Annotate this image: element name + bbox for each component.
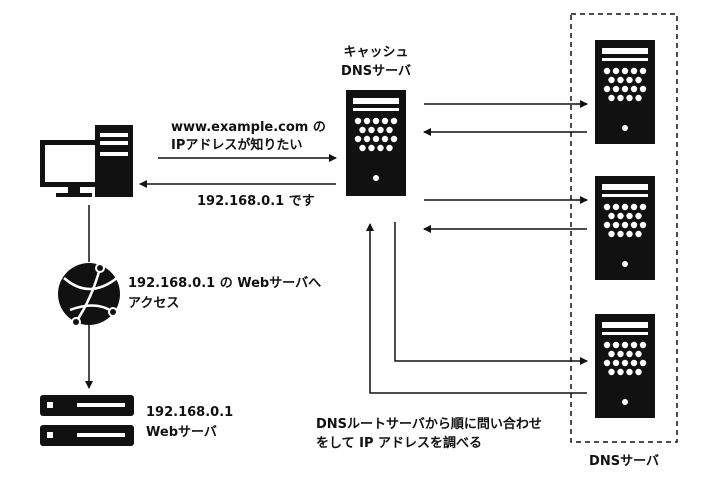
vent-hole — [635, 76, 642, 84]
request-label-line1: www.example.com の — [171, 120, 326, 135]
vent-hole — [626, 230, 633, 238]
internet-globe-icon — [58, 263, 120, 327]
vent-hole — [630, 341, 638, 349]
vent-hole — [612, 341, 620, 349]
vent-hole — [626, 350, 633, 358]
vent-hole — [612, 67, 620, 75]
vent-hole — [603, 67, 611, 75]
request-label-line2: IPアドレスが知りたい — [171, 138, 303, 153]
vent-hole — [390, 117, 398, 125]
vent-hole — [630, 359, 638, 367]
vent-hole — [381, 135, 389, 143]
vent-hole — [612, 85, 620, 93]
vent-hole — [617, 94, 624, 102]
vent-hole — [368, 126, 375, 134]
cache-dns-server-icon — [346, 90, 406, 196]
vent-hole — [359, 144, 366, 152]
vent-hole — [630, 67, 638, 75]
vent-hole — [621, 67, 629, 75]
vent-hole — [372, 117, 380, 125]
vent-hole — [603, 359, 611, 367]
vent-hole — [368, 144, 375, 152]
vent-hole — [363, 117, 371, 125]
vent-hole — [635, 212, 642, 220]
vent-hole — [612, 203, 620, 211]
vent-hole — [603, 85, 611, 93]
response-arrow-3 — [366, 223, 587, 394]
vent-hole — [608, 212, 615, 220]
vent-hole — [639, 359, 647, 367]
dns-server-icon-3 — [595, 314, 655, 418]
vent-hole — [621, 221, 629, 229]
vent-hole — [363, 135, 371, 143]
vent-hole — [603, 221, 611, 229]
vent-hole — [354, 135, 362, 143]
query-label-line1: DNSルートサーバから順に問い合わせ — [316, 417, 542, 432]
vent-hole — [626, 212, 633, 220]
web-server-icon — [40, 395, 134, 446]
vent-hole — [630, 85, 638, 93]
vent-hole — [608, 350, 615, 358]
vent-hole — [626, 94, 633, 102]
vent-hole — [621, 85, 629, 93]
vent-hole — [372, 135, 380, 143]
dns-servers-group-box — [570, 13, 678, 443]
reply-label: 192.168.0.1 です — [197, 194, 315, 209]
vent-hole — [608, 76, 615, 84]
vent-hole — [617, 368, 624, 376]
vent-hole — [612, 359, 620, 367]
access-label-line2: アクセス — [128, 296, 180, 311]
vent-hole — [639, 221, 647, 229]
vent-hole — [621, 359, 629, 367]
vent-hole — [621, 341, 629, 349]
dns-servers-group-label: DNSサーバ — [589, 454, 659, 469]
vent-hole — [639, 341, 647, 349]
vent-hole — [377, 144, 384, 152]
vent-hole — [603, 203, 611, 211]
vent-hole — [603, 341, 611, 349]
vent-hole — [381, 117, 389, 125]
vent-hole — [608, 230, 615, 238]
dns-server-icon-1 — [595, 40, 655, 144]
vent-hole — [617, 76, 624, 84]
vent-hole — [386, 144, 393, 152]
vent-hole — [630, 221, 638, 229]
vent-hole — [617, 230, 624, 238]
vent-hole — [635, 230, 642, 238]
vent-hole — [626, 368, 633, 376]
vent-hole — [639, 67, 647, 75]
vent-hole — [612, 221, 620, 229]
web-server-label-line1: 192.168.0.1 — [146, 405, 234, 420]
cache-server-label-line2: DNSサーバ — [341, 64, 411, 79]
vent-hole — [390, 135, 398, 143]
vent-hole — [635, 94, 642, 102]
vent-hole — [626, 76, 633, 84]
access-label-line1: 192.168.0.1 の Webサーバへ — [128, 276, 322, 291]
vent-hole — [635, 368, 642, 376]
vent-hole — [617, 350, 624, 358]
vent-hole — [617, 212, 624, 220]
vent-hole — [354, 117, 362, 125]
query-label-line2: をして IP アドレスを調べる — [316, 436, 483, 451]
vent-hole — [377, 126, 384, 134]
query-arrow-3 — [394, 222, 588, 365]
web-server-label-line2: Webサーバ — [146, 425, 217, 440]
vent-hole — [639, 203, 647, 211]
vent-hole — [635, 350, 642, 358]
vent-hole — [630, 203, 638, 211]
dns-server-icon-2 — [595, 176, 655, 280]
vent-hole — [359, 126, 366, 134]
cache-server-label-line1: キャッシュ — [343, 45, 409, 60]
vent-hole — [608, 368, 615, 376]
vent-hole — [621, 203, 629, 211]
client-pc-icon — [40, 125, 133, 197]
vent-hole — [386, 126, 393, 134]
vent-hole — [639, 85, 647, 93]
vent-hole — [608, 94, 615, 102]
